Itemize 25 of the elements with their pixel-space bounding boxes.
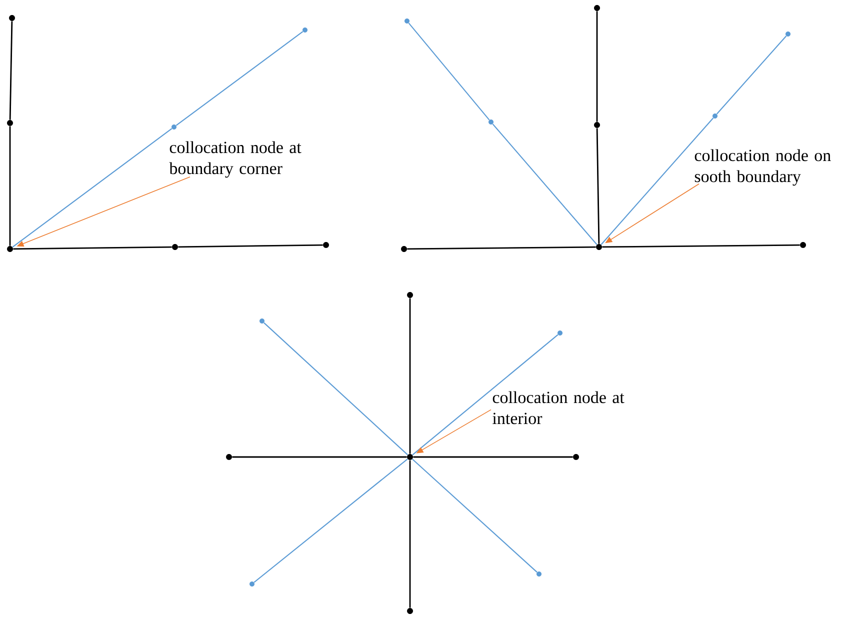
- callout-text: collocation node at boundary corner: [169, 141, 302, 178]
- callout-text: collocation node at interior: [492, 391, 624, 424]
- line: [409, 460, 411, 608]
- line: [413, 456, 573, 458]
- line: [232, 456, 407, 458]
- line: [12, 128, 172, 248]
- line: [178, 244, 323, 248]
- line: [13, 246, 172, 250]
- line: [600, 118, 714, 245]
- line: [176, 31, 304, 126]
- callout-text: collocation node on sooth boundary: [694, 149, 831, 186]
- line: [412, 334, 558, 456]
- line: [408, 22, 490, 120]
- line: [264, 322, 408, 456]
- line: [716, 36, 787, 114]
- line: [492, 124, 598, 245]
- line: [412, 458, 538, 573]
- line: [409, 298, 411, 454]
- line: [596, 128, 600, 244]
- line: [9, 21, 13, 120]
- line: [407, 246, 596, 250]
- line: [602, 244, 800, 248]
- line: [254, 458, 408, 583]
- line: [596, 11, 598, 122]
- line: [9, 126, 11, 246]
